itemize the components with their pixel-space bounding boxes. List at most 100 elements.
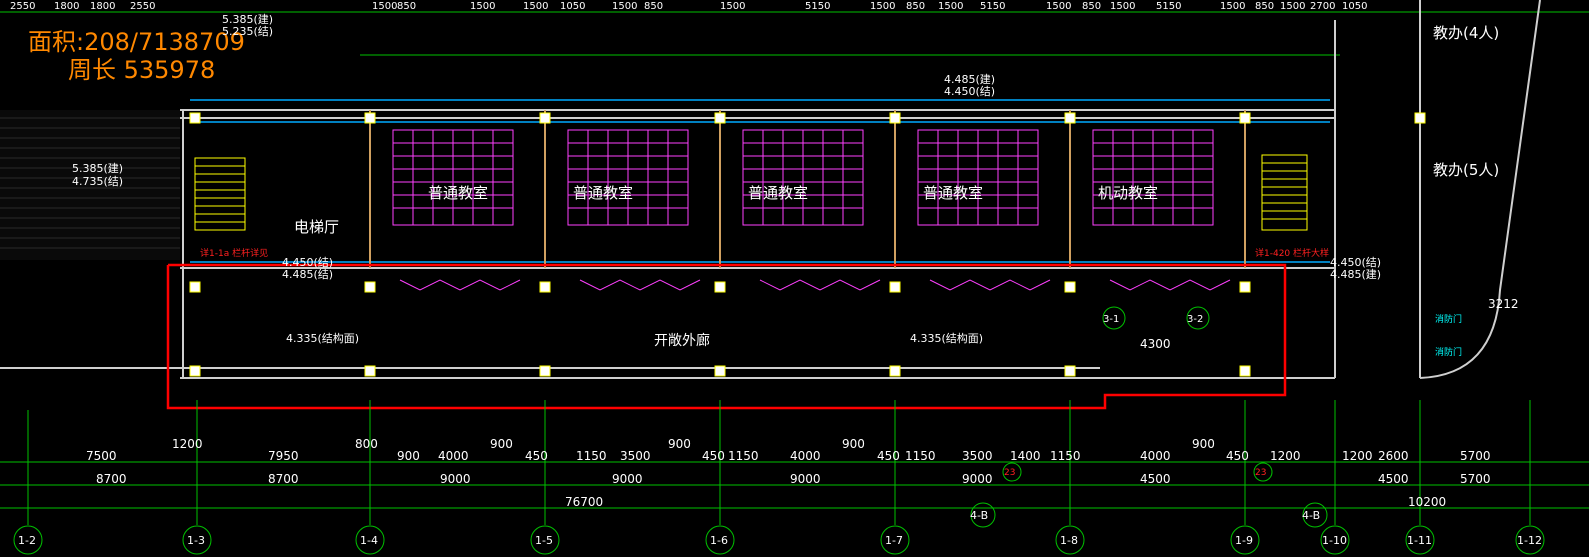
svg-text:1500: 1500 [938,1,963,12]
room-label-2: 普通教室 [573,184,633,202]
room-label-3: 普通教室 [748,184,808,202]
area-watermark: 面积:208/7138709 [28,28,245,56]
desk-block-3 [742,129,864,226]
svg-text:9000: 9000 [440,472,471,486]
svg-text:1150: 1150 [905,449,936,463]
svg-text:2550: 2550 [10,1,35,12]
svg-text:1500: 1500 [1220,1,1245,12]
level-corridor-right: 4.335(结构面) [910,331,983,345]
svg-text:900: 900 [1192,437,1215,451]
level-right-b: 4.485(建) [1330,267,1381,281]
open-corridor-label: 开敞外廊 [654,332,710,349]
top-dimension-lines [0,11,1589,56]
level-corridor-a: 4.450(结) [282,256,333,269]
svg-text:4000: 4000 [1140,449,1171,463]
svg-text:4500: 4500 [1140,472,1171,486]
svg-text:1200: 1200 [172,437,203,451]
dimension-row-b: 8700 8700 9000 9000 9000 9000 4500 4500 … [96,472,1491,486]
svg-text:5150: 5150 [980,1,1005,12]
svg-text:5700: 5700 [1460,472,1491,486]
svg-text:1500: 1500 [372,1,397,12]
svg-text:1150: 1150 [1050,449,1081,463]
room-label-5: 机动教室 [1098,184,1158,202]
svg-text:1-5: 1-5 [535,534,553,547]
top-dimension-text: 2550 1800 1800 2550 1500 850 1500 1500 1… [10,1,1367,12]
svg-text:1-10: 1-10 [1322,534,1347,547]
svg-text:4-B: 4-B [1302,509,1320,522]
svg-text:1150: 1150 [728,449,759,463]
level-right-a: 4.450(结) [1330,256,1381,269]
level-corridor-left: 4.335(结构面) [286,331,359,345]
svg-text:2600: 2600 [1378,449,1409,463]
detail-note-left: 详1-1a 栏杆详见 [200,247,268,259]
svg-text:2550: 2550 [130,1,155,12]
svg-text:1800: 1800 [90,1,115,12]
level-corridor-b: 4.485(结) [282,268,333,281]
desk-block-2 [567,129,689,226]
dimension-row-a: 7500 1200 7950 800 900 4000 900 450 1150… [86,437,1491,463]
svg-text:1500: 1500 [870,1,895,12]
elevator-hall-label: 电梯厅 [294,218,339,236]
sub-axis-bubbles: 3-1 3-2 4-B 4-B [970,306,1328,528]
fire-door-b: 消防门 [1435,346,1462,358]
desk-block-4 [917,129,1039,226]
svg-text:9000: 9000 [612,472,643,486]
svg-text:23: 23 [1004,468,1015,478]
svg-text:7500: 7500 [86,449,117,463]
svg-text:850: 850 [1255,1,1274,12]
svg-text:1-7: 1-7 [885,534,903,547]
desk-block-5 [1092,129,1214,226]
hatch-region [0,110,180,260]
level-top-mid-2: 4.450(结) [944,85,995,98]
svg-text:450: 450 [702,449,725,463]
dim-3212: 3212 [1488,297,1519,311]
axis-labels: 1-2 1-3 1-4 1-5 1-6 1-7 1-8 1-9 1-10 1-1… [18,534,1542,547]
svg-text:1050: 1050 [560,1,585,12]
svg-text:7950: 7950 [268,449,299,463]
svg-text:850: 850 [397,1,416,12]
room-label-1: 普通教室 [428,184,488,202]
svg-text:3500: 3500 [962,449,993,463]
level-left-2: 4.735(结) [72,175,123,188]
partitions [369,110,1246,268]
svg-text:1200: 1200 [1342,449,1373,463]
window-lines [190,99,1330,263]
svg-text:9000: 9000 [790,472,821,486]
level-top-mid: 4.485(建) [944,72,995,86]
svg-text:1500: 1500 [1280,1,1305,12]
svg-text:5700: 5700 [1460,449,1491,463]
svg-text:9000: 9000 [962,472,993,486]
total-dim-right: 10200 [1408,495,1446,509]
svg-text:1150: 1150 [576,449,607,463]
svg-text:1-11: 1-11 [1407,534,1432,547]
dim-4300: 4300 [1140,337,1171,351]
svg-text:3500: 3500 [620,449,651,463]
svg-text:1500: 1500 [612,1,637,12]
svg-text:1-2: 1-2 [18,534,36,547]
svg-text:450: 450 [1226,449,1249,463]
desks [392,129,1214,226]
svg-text:3-1: 3-1 [1103,314,1119,325]
svg-text:1400: 1400 [1010,449,1041,463]
svg-text:1500: 1500 [1110,1,1135,12]
svg-text:3-2: 3-2 [1187,314,1203,325]
fire-door-a: 消防门 [1435,313,1462,325]
perimeter-watermark: 周长 535978 [68,56,215,84]
svg-text:4-B: 4-B [970,509,988,522]
svg-text:900: 900 [490,437,513,451]
total-dim-main: 76700 [565,495,603,509]
svg-text:1050: 1050 [1342,1,1367,12]
level-top-left: 5.385(建) [222,12,273,26]
room-label-4: 普通教室 [923,184,983,202]
svg-text:5150: 5150 [1156,1,1181,12]
svg-text:1500: 1500 [720,1,745,12]
desk-block-1 [392,129,514,226]
railing [399,279,1231,291]
svg-text:1500: 1500 [523,1,548,12]
svg-text:8700: 8700 [268,472,299,486]
level-top-left-2: 5.235(结) [222,25,273,38]
svg-text:450: 450 [525,449,548,463]
svg-text:1-9: 1-9 [1235,534,1253,547]
svg-text:23: 23 [1255,468,1266,478]
